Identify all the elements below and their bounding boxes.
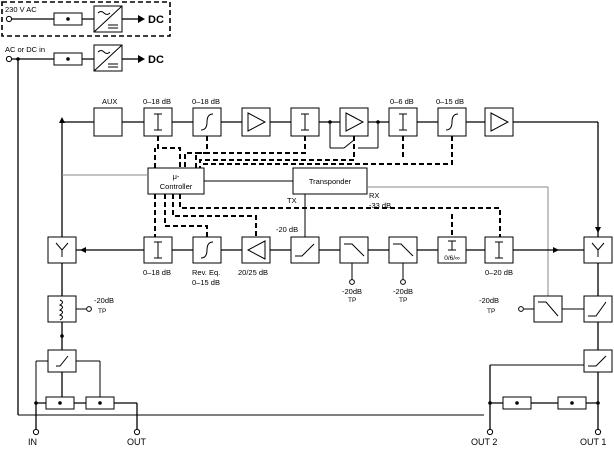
output-test-point-coupler xyxy=(533,295,563,323)
aux-block xyxy=(93,107,123,137)
out2-port[interactable] xyxy=(486,428,494,436)
forward-path: AUX 0–18 dB 0–18 dB 0–6 dB 0–15 dB xyxy=(59,97,601,237)
mains-supply-dashed-frame xyxy=(1,1,171,37)
remote-power-input-label: AC or DC in xyxy=(5,45,45,54)
transponder-block xyxy=(292,167,368,195)
return-attenuator-1-label: 0–18 dB xyxy=(143,268,171,277)
return-test-point-1 xyxy=(349,279,355,285)
control-bus-dashed xyxy=(154,136,501,237)
microcontroller-block xyxy=(147,167,205,195)
forward-equalizer-2-label: 0–15 dB xyxy=(436,97,464,106)
return-tp1-value: -20dB xyxy=(342,287,362,296)
control-section: μ- Controller Transponder TX RX -33 dB -… xyxy=(62,136,549,296)
output-test-point xyxy=(518,306,524,312)
return-test-point-coupler xyxy=(339,236,369,264)
return-attenuator-2-label: 0–20 dB xyxy=(485,268,513,277)
out1-port-label: OUT 1 xyxy=(580,437,606,447)
mains-terminal xyxy=(5,15,13,23)
forward-attenuator-2-label: 0–6 dB xyxy=(390,97,414,106)
dc-output-label-top: DC xyxy=(148,14,164,26)
output-side: -20dB TP OUT 2 OUT 1 xyxy=(471,263,613,447)
transponder-rx-label: RX xyxy=(369,191,379,200)
dc-output-label-second: DC xyxy=(148,54,164,66)
remote-power-terminal xyxy=(5,55,13,63)
in-port[interactable] xyxy=(32,428,40,436)
ingress-switch-label: 0/6/∞ xyxy=(444,255,460,262)
return-test-point-2 xyxy=(400,279,406,285)
return-path: 0–18 dB Rev. Eq. 0–15 dB 20/25 dB -20dB … xyxy=(47,236,613,304)
out2-port-label: OUT 2 xyxy=(471,437,497,447)
remote-power-supply: AC or DC in DC xyxy=(5,44,164,415)
output-coupler-1 xyxy=(583,295,613,323)
return-equalizer-label-line2: 0–15 dB xyxy=(192,278,220,287)
input-tp-label: TP xyxy=(98,308,106,315)
forward-attenuator-1-label: 0–18 dB xyxy=(143,97,171,106)
controller-label-line2: Controller xyxy=(160,182,193,191)
aux-label: AUX xyxy=(102,97,117,106)
out-port-label: OUT xyxy=(127,437,147,447)
return-test-point-coupler-2 xyxy=(388,236,418,264)
transponder-label: Transponder xyxy=(309,177,352,186)
output-bypass-switch xyxy=(583,349,613,373)
input-tp-value: -20dB xyxy=(94,296,114,305)
output-tp-label: TP xyxy=(487,308,495,315)
return-amplifier-label: 20/25 dB xyxy=(238,268,268,277)
output-tp-value: -20dB xyxy=(479,296,499,305)
in-port-label: IN xyxy=(28,437,37,447)
controller-label-line1: μ- xyxy=(173,172,180,181)
input-test-point xyxy=(86,306,92,312)
out-port[interactable] xyxy=(133,428,141,436)
return-tp2-label: TP xyxy=(399,297,407,304)
transponder-coupler xyxy=(290,236,320,264)
input-side: -20dB TP IN OUT xyxy=(18,263,484,447)
out1-port[interactable] xyxy=(594,428,602,436)
input-bypass-switch xyxy=(47,349,77,373)
forward-equalizer-1-label: 0–18 dB xyxy=(192,97,220,106)
return-equalizer-label-line1: Rev. Eq. xyxy=(192,268,220,277)
rx-level-label: -33 dB xyxy=(369,201,391,210)
return-tp2-value: -20dB xyxy=(393,287,413,296)
mains-power-supply: 230 V AC DC xyxy=(1,1,171,37)
mains-label: 230 V AC xyxy=(5,5,37,14)
tx-level-label: -20 dB xyxy=(276,225,298,234)
return-tp1-label: TP xyxy=(348,297,356,304)
transponder-tx-label: TX xyxy=(287,196,297,205)
return-amplifier xyxy=(241,236,271,264)
